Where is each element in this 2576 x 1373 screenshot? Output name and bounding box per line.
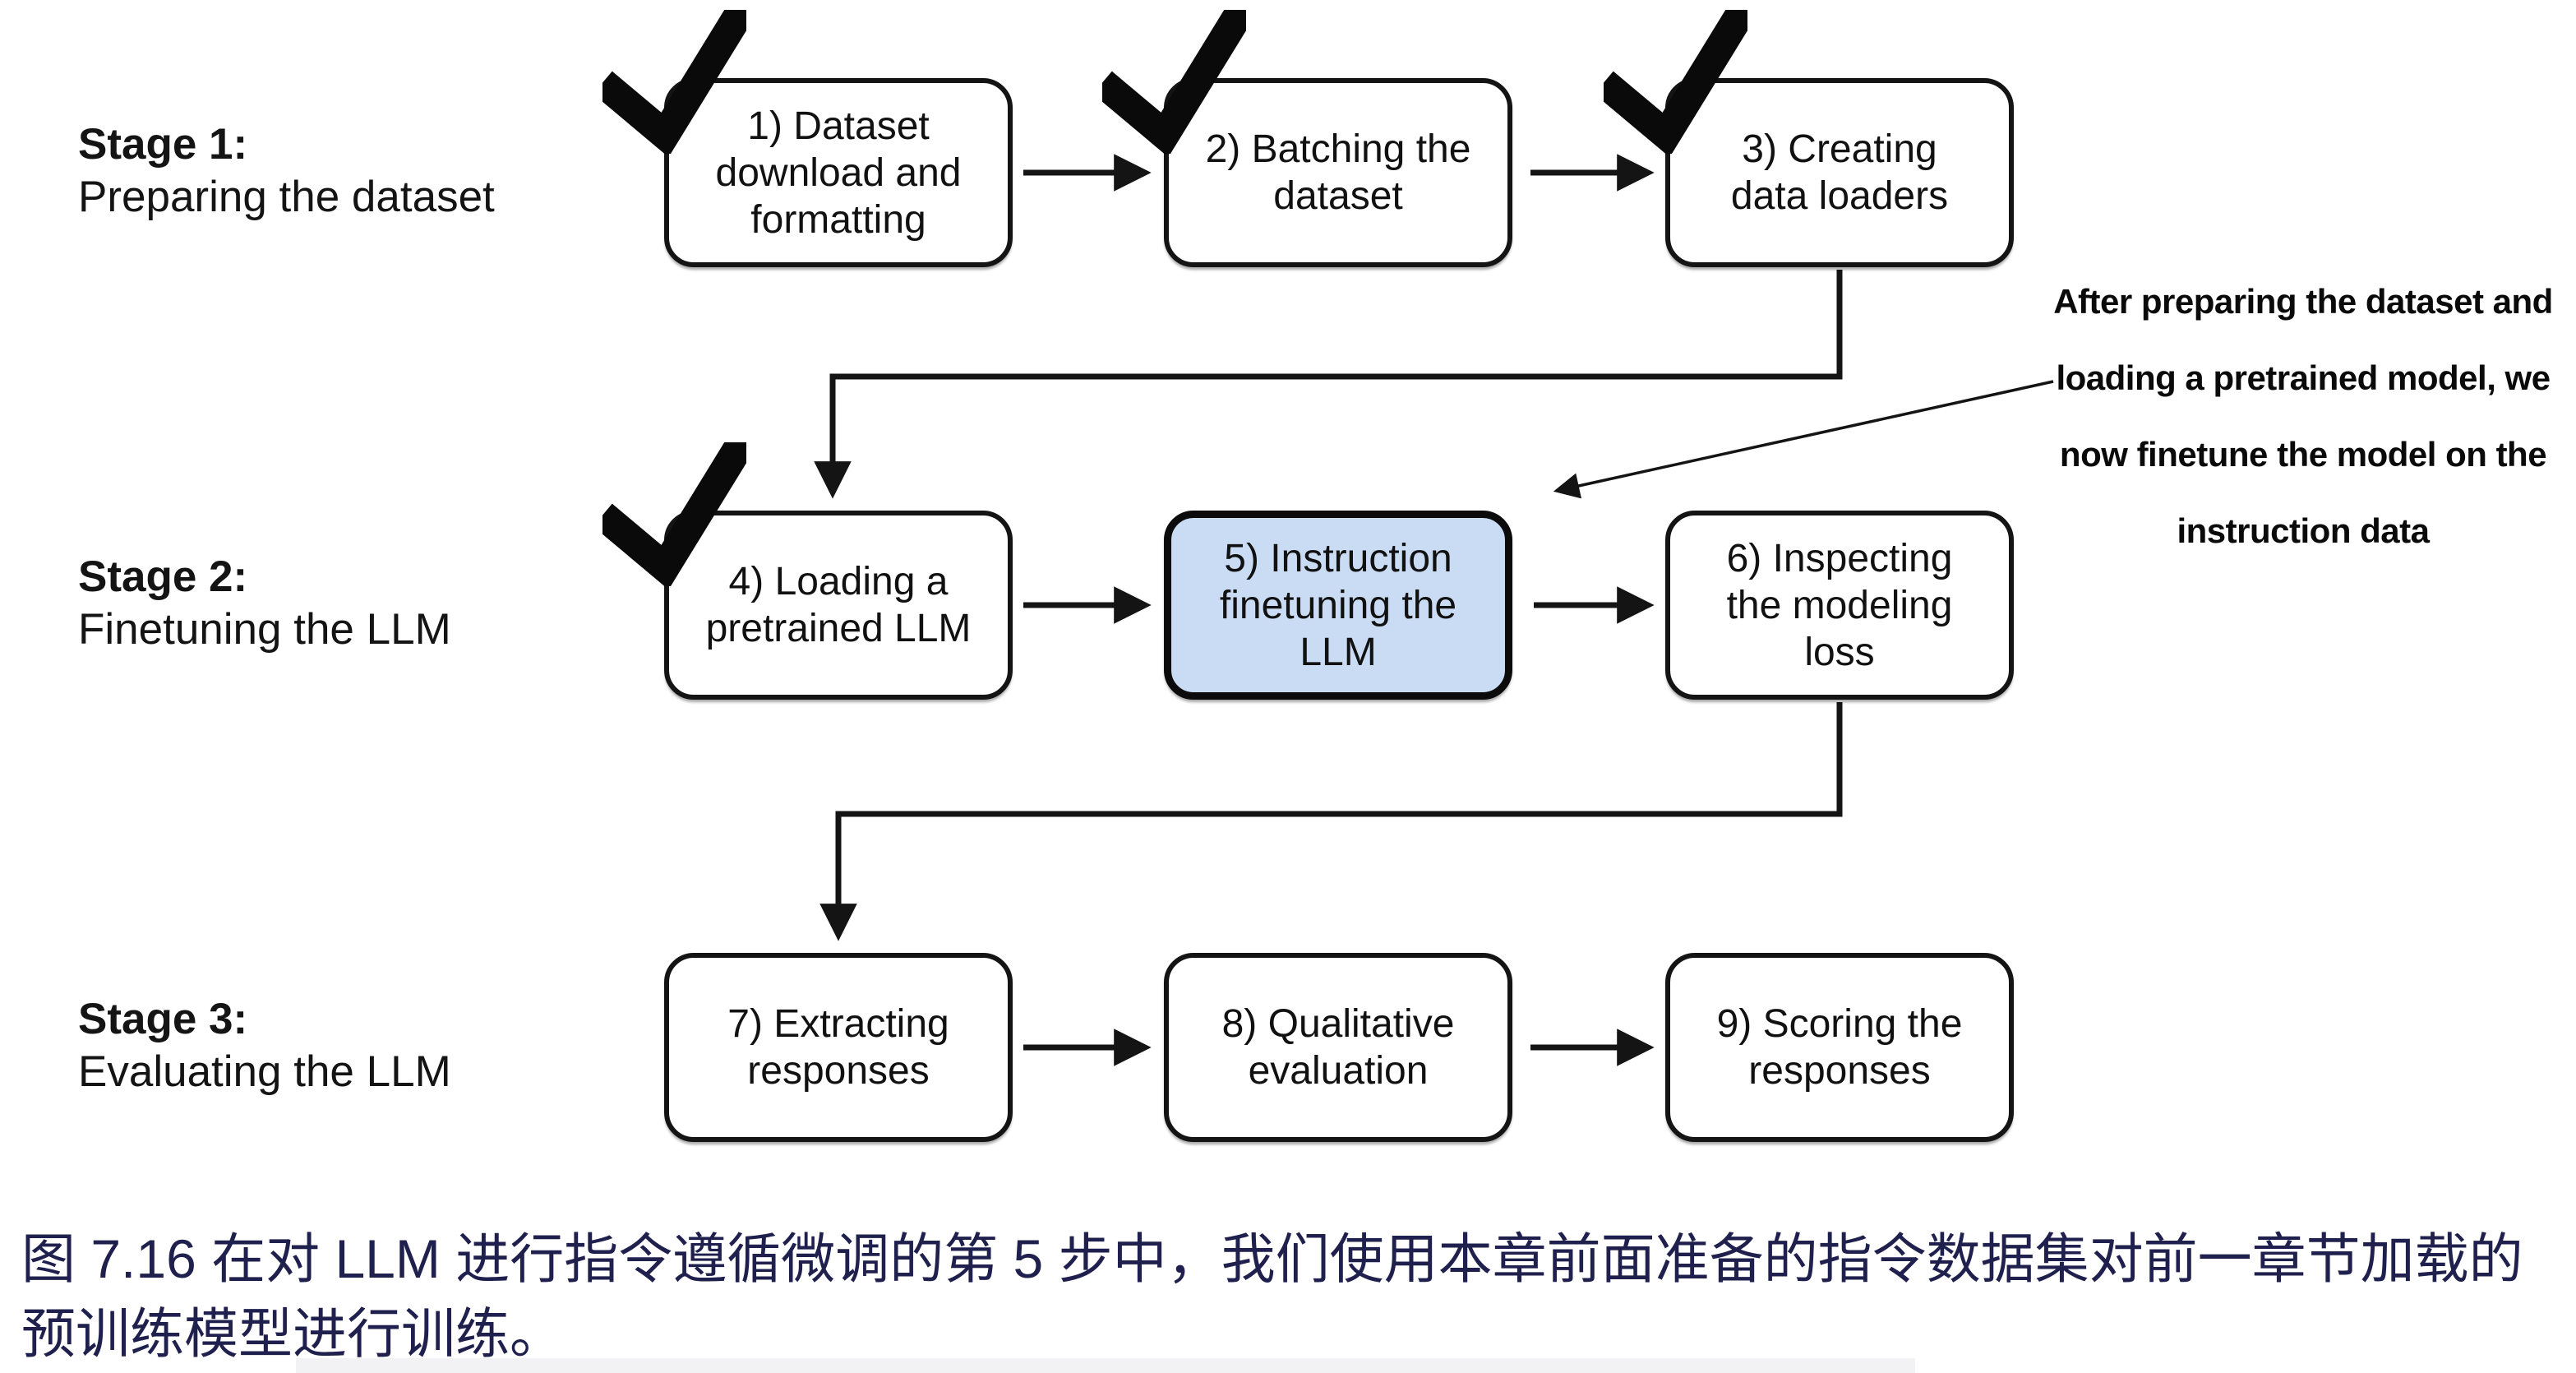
flow-box-2-batching-dataset: 2) Batching the dataset (1164, 78, 1512, 267)
box-8-line: 8) Qualitative (1221, 1002, 1455, 1046)
checkmark-icon (1604, 10, 1747, 154)
box-5-line: 5) Instruction (1224, 536, 1452, 580)
box-7-line: 7) Extracting (727, 1002, 949, 1046)
stage-2-title: Stage 2: (78, 552, 248, 601)
box-9-line: 9) Scoring the (1716, 1002, 1963, 1046)
box-4-line: 4) Loading a (728, 560, 949, 603)
box-6-line: loss (1804, 630, 1875, 674)
stage-1-title: Stage 1: (78, 120, 248, 169)
box-7-line: responses (747, 1049, 930, 1093)
box-2-line: 2) Batching the (1205, 127, 1471, 171)
caption-line-1: 图 7.16 在对 LLM 进行指令遵循微调的第 5 步中，我们使用本章前面准备… (21, 1228, 2523, 1289)
annotation-arrow (1553, 380, 2054, 499)
stage-3-title: Stage 3: (78, 995, 248, 1043)
checkmark-icon (1102, 10, 1246, 154)
flow-box-4-loading-pretrained-llm: 4) Loading a pretrained LLM (664, 511, 1013, 700)
stage-3-subtitle: Evaluating the LLM (78, 1047, 451, 1096)
box-1-line: 1) Dataset (747, 104, 930, 148)
box-9-line: responses (1748, 1049, 1931, 1093)
box-3-line: data loaders (1730, 174, 1949, 218)
annotation-line: After preparing the dataset and (2053, 282, 2553, 321)
box-6-line: 6) Inspecting (1726, 536, 1953, 580)
elbow-connector-stage2-stage3 (819, 702, 1843, 941)
annotation-note: After preparing the dataset and loading … (2030, 263, 2576, 569)
annotation-line: instruction data (2177, 511, 2430, 550)
annotation-line: now finetune the model on the (2059, 435, 2547, 474)
stage-2-label: Stage 2: Finetuning the LLM (78, 551, 604, 656)
stage-3-label: Stage 3: Evaluating the LLM (78, 993, 604, 1098)
elbow-connector-stage1-stage2 (814, 270, 1843, 499)
annotation-line: loading a pretrained model, we (2056, 358, 2551, 397)
stage-1-label: Stage 1: Preparing the dataset (78, 118, 604, 224)
flow-box-8-qualitative-evaluation: 8) Qualitative evaluation (1164, 953, 1512, 1142)
stage-1-subtitle: Preparing the dataset (78, 173, 495, 221)
box-1-line: download and (715, 150, 962, 195)
box-5-line: finetuning the (1219, 583, 1457, 627)
box-2-line: dataset (1273, 174, 1403, 218)
stage-2-subtitle: Finetuning the LLM (78, 605, 451, 654)
box-3-line: 3) Creating (1742, 127, 1937, 171)
box-5-line: LLM (1300, 630, 1377, 674)
flow-box-5-instruction-finetuning: 5) Instruction finetuning the LLM (1164, 511, 1512, 700)
box-8-line: evaluation (1248, 1049, 1429, 1093)
checkmark-icon (602, 442, 746, 586)
checkmark-icon (602, 10, 746, 154)
flow-box-9-scoring-responses: 9) Scoring the responses (1665, 953, 2014, 1142)
caption-line-2: 预训练模型进行训练。 (21, 1303, 564, 1364)
flow-box-6-inspecting-loss: 6) Inspecting the modeling loss (1665, 511, 2014, 700)
box-6-line: the modeling (1726, 583, 1953, 627)
box-4-line: pretrained LLM (705, 607, 972, 650)
box-1-line: formatting (750, 197, 926, 242)
flow-box-3-creating-data-loaders: 3) Creating data loaders (1665, 78, 2014, 267)
bottom-artifact-strip (296, 1358, 1915, 1373)
flow-box-7-extracting-responses: 7) Extracting responses (664, 953, 1013, 1142)
flow-box-1-dataset-download: 1) Dataset download and formatting (664, 78, 1013, 267)
figure-caption: 图 7.16 在对 LLM 进行指令遵循微调的第 5 步中，我们使用本章前面准备… (21, 1222, 2569, 1371)
